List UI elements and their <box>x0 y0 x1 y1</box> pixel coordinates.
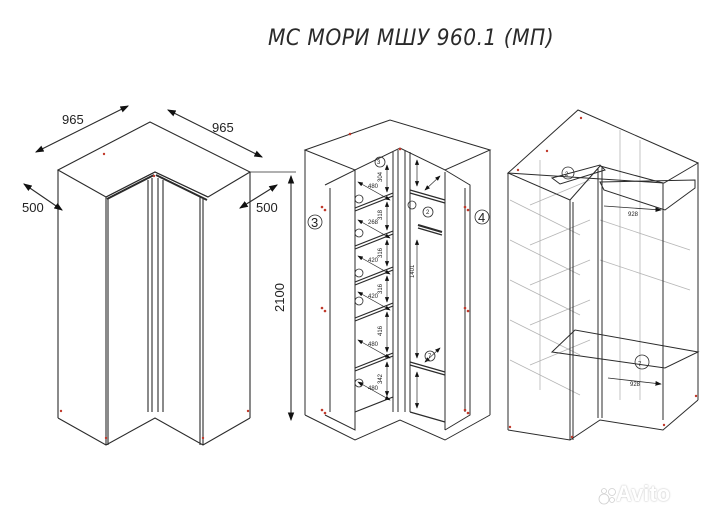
vertical-dim: 316 <box>378 247 384 258</box>
vertical-dim: 1401 <box>410 264 416 278</box>
dim-height: 2100 <box>272 283 287 312</box>
dim-width-right: 965 <box>212 120 234 135</box>
drawing-title: МС МОРИ МШУ 960.1 (МП) <box>268 26 555 51</box>
part-label: 2 <box>426 210 430 216</box>
wireframe-view <box>506 109 700 441</box>
dim-depth-right: 500 <box>256 200 278 215</box>
interior-view <box>303 119 492 441</box>
part-label-top: 2 <box>565 172 569 178</box>
avito-logo-icon <box>598 488 616 505</box>
shelf-dim: 420 <box>368 258 379 264</box>
shelf-dim: 268 <box>368 220 379 226</box>
door-label-left: 3 <box>311 215 318 230</box>
dim-width-left: 965 <box>62 112 84 127</box>
exterior-view <box>23 105 296 446</box>
vertical-dim: 342 <box>378 373 384 384</box>
shelf-dim: 480 <box>368 184 379 190</box>
dim-middle-shelf: 928 <box>630 382 641 388</box>
part-label: 3 <box>377 160 381 166</box>
part-label-middle: 7 <box>638 362 642 368</box>
vertical-dim: 416 <box>378 325 384 336</box>
shelf-dim: 420 <box>368 294 379 300</box>
shelf-dim: 480 <box>368 386 379 392</box>
vertical-dim: 316 <box>378 283 384 294</box>
shelf-dim: 480 <box>368 342 379 348</box>
vertical-dim: 318 <box>378 209 384 220</box>
vertical-dim: 304 <box>378 171 384 182</box>
avito-watermark: Avito <box>616 481 671 506</box>
door-label-right: 4 <box>478 210 485 225</box>
part-label: 7 <box>428 354 432 360</box>
dim-top-shelf: 928 <box>628 212 639 218</box>
dim-depth-left: 500 <box>22 200 44 215</box>
